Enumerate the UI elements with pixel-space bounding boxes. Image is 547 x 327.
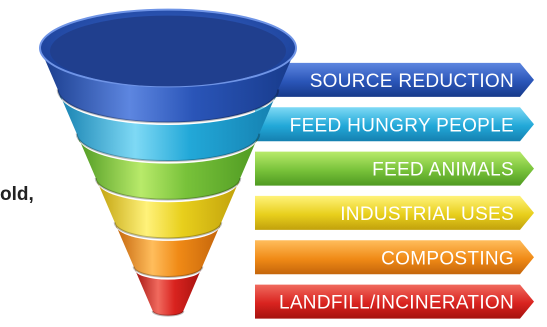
funnel-band-shadow-2 xyxy=(94,177,242,201)
funnel-band-4 xyxy=(116,225,220,277)
funnel-band-shadow-1 xyxy=(75,133,261,163)
funnel-band-shadow-5 xyxy=(151,310,185,317)
tier-label-3: INDUSTRIAL USES xyxy=(340,204,514,225)
funnel-band-shadow-3 xyxy=(113,222,223,240)
funnel-band-3 xyxy=(97,181,239,239)
ribbon-4 xyxy=(255,240,534,275)
funnel-band-shadow-0 xyxy=(56,89,280,124)
tier-label-4: COMPOSTING xyxy=(381,248,514,269)
funnel-group xyxy=(39,8,297,317)
ribbon-3 xyxy=(255,195,534,230)
tier-label-2: FEED ANIMALS xyxy=(372,160,514,181)
ribbon-0 xyxy=(255,62,534,97)
tier-label-0: SOURCE REDUCTION xyxy=(310,71,514,92)
funnel-band-1 xyxy=(59,92,277,162)
funnel-band-shadow-4 xyxy=(132,266,204,278)
ribbon-1 xyxy=(255,107,534,142)
ribbon-2 xyxy=(255,151,534,186)
funnel-band-2 xyxy=(78,136,258,200)
ribbon-5 xyxy=(255,284,534,319)
funnel-top-opening xyxy=(50,15,286,87)
tier-label-5: LANDFILL/INCINERATION xyxy=(279,293,514,314)
funnel-band-5 xyxy=(135,269,201,316)
cropped-text-fragment: old, xyxy=(0,184,34,205)
funnel-band-0 xyxy=(40,48,296,123)
tier-label-1: FEED HUNGRY PEOPLE xyxy=(290,115,514,136)
ribbon-group: SOURCE REDUCTION FEED HUNGRY PEOPLE FEED A… xyxy=(255,62,534,319)
